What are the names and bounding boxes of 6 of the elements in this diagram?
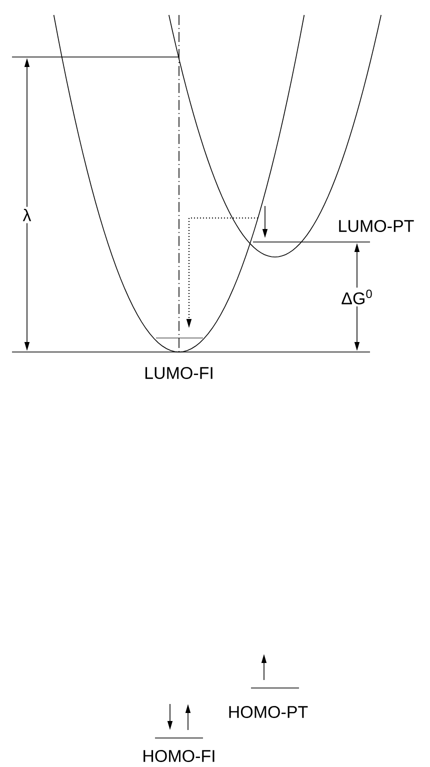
- dimension-label: λ: [20, 206, 34, 224]
- level-label: HOMO-PT: [229, 706, 308, 718]
- level-label: HOMO-FI: [144, 750, 214, 762]
- level-label: LUMO-FI: [145, 366, 212, 380]
- level-label: LUMO-PT: [339, 220, 414, 232]
- dimension-label: ΔG$^{0}$: [339, 288, 375, 306]
